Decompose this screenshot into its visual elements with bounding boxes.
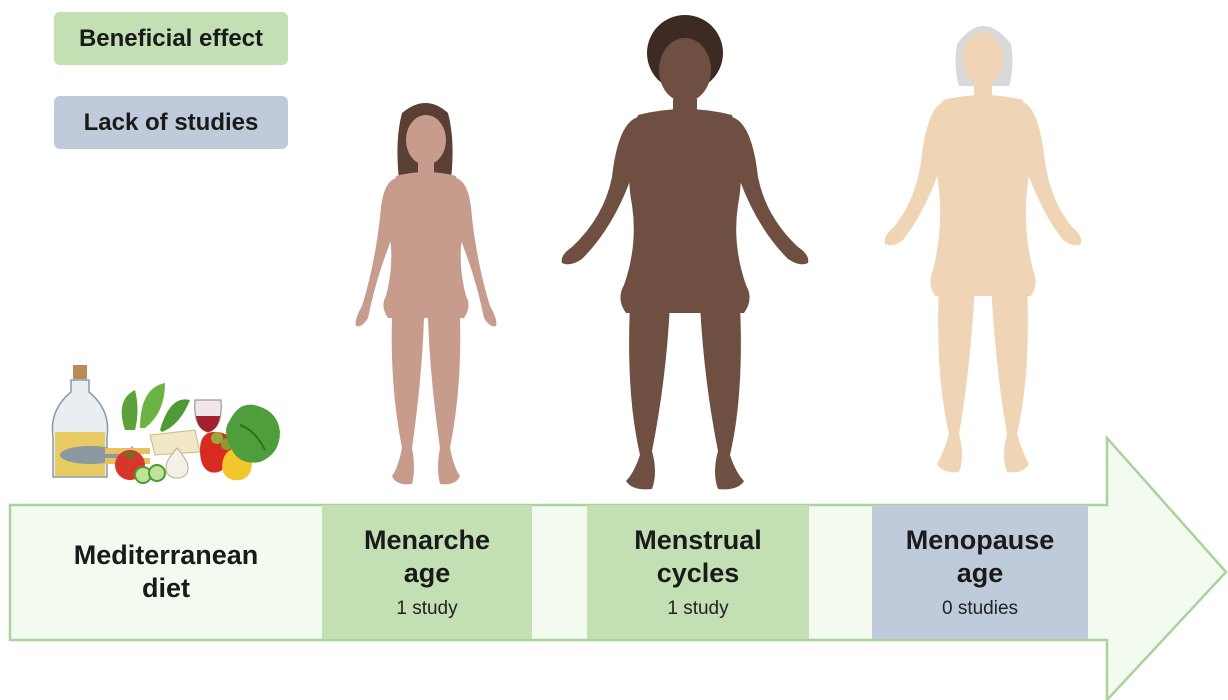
stage-mediterranean-diet: Mediterranean diet (12, 505, 320, 639)
stage-cycles-count: 1 study (667, 598, 728, 620)
stage-cycles-title: Menstrual cycles (634, 524, 762, 590)
girl-figure-icon (350, 98, 502, 493)
stage-menarche-count: 1 study (396, 598, 457, 620)
stage-menarche-title: Menarche age (364, 524, 490, 590)
mediterranean-food-icon (45, 360, 295, 490)
stage-menopause-age: Menopause age 0 studies (872, 505, 1088, 639)
adult-woman-figure-icon (560, 15, 810, 493)
stage-diet-title: Mediterranean diet (74, 539, 259, 605)
stage-menopause-title: Menopause age (906, 524, 1055, 590)
stage-menopause-count: 0 studies (942, 598, 1018, 620)
stage-menstrual-cycles: Menstrual cycles 1 study (587, 505, 809, 639)
stage-menarche-age: Menarche age 1 study (322, 505, 532, 639)
older-woman-figure-icon (885, 14, 1081, 492)
